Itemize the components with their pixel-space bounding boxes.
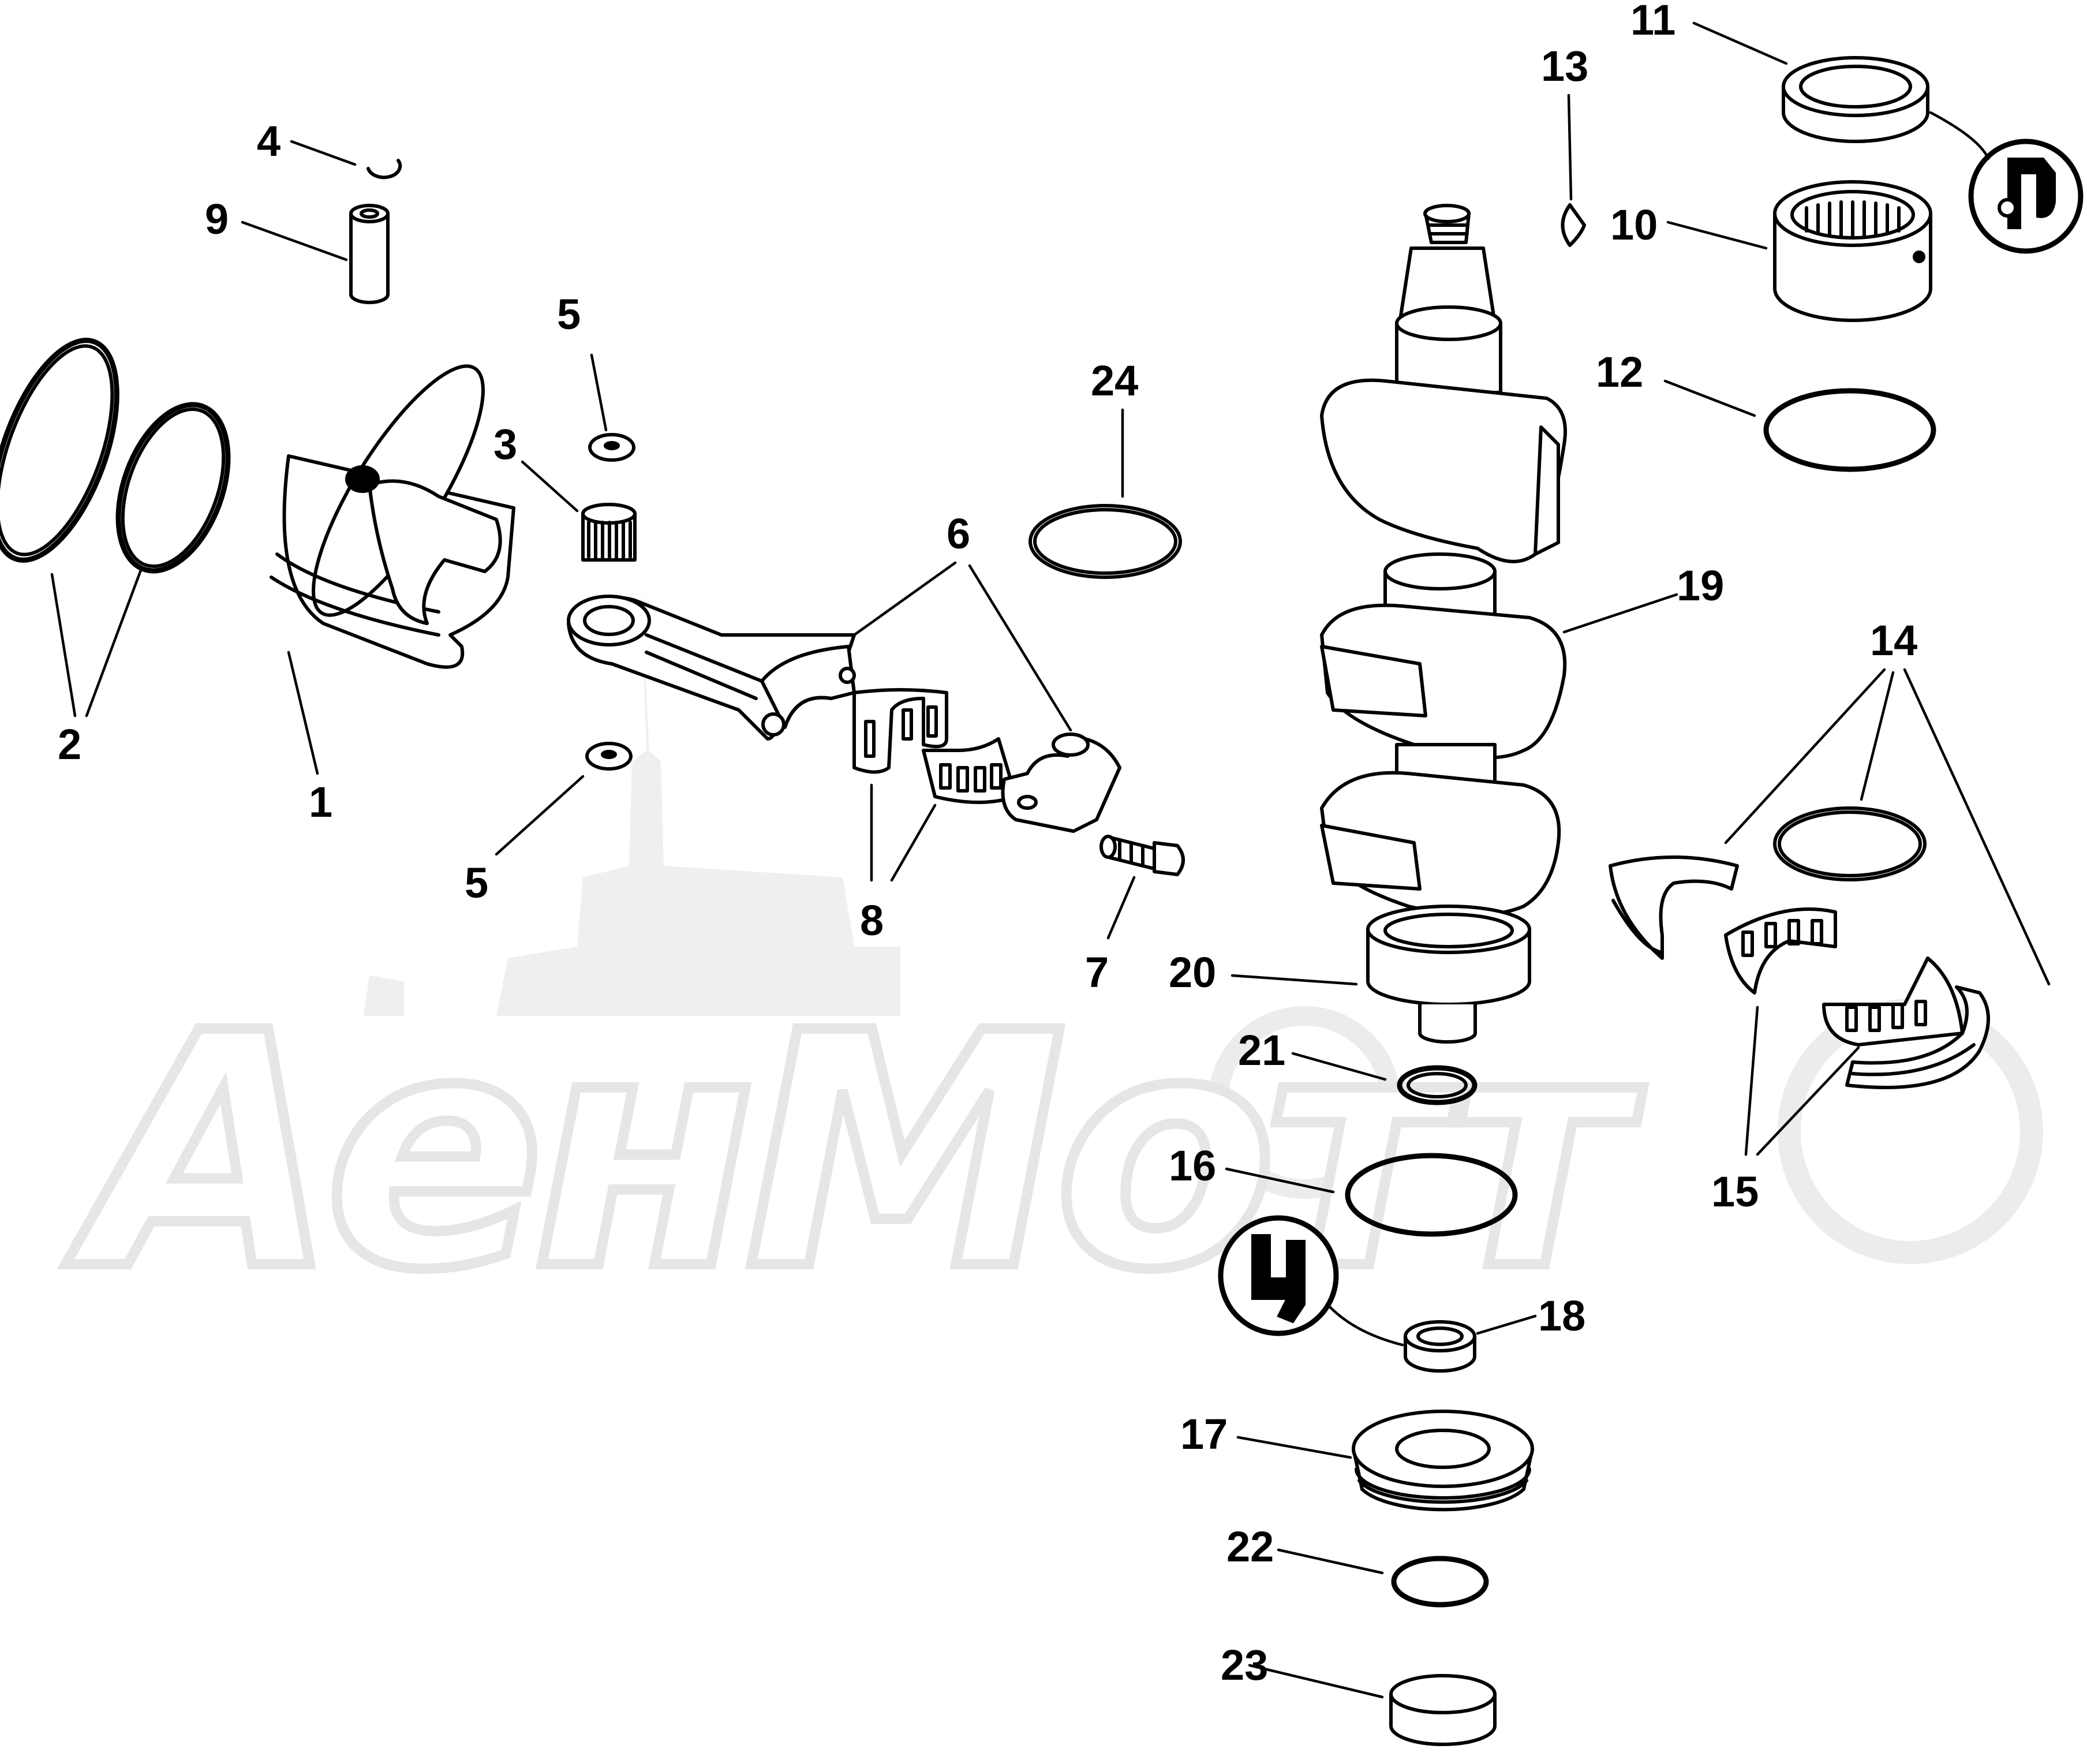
leader-17 [1236, 1436, 1352, 1459]
leader-8b [890, 803, 937, 882]
callout-13: 13 [1541, 42, 1588, 90]
callout-12: 12 [1596, 348, 1643, 396]
leader-5-bottom [495, 775, 585, 856]
sealant-icon-leader [1329, 1306, 1404, 1347]
callout-15: 15 [1711, 1168, 1759, 1216]
callout-23: 23 [1221, 1641, 1268, 1689]
callout-19: 19 [1677, 562, 1724, 610]
part-6-rod-cap [1001, 732, 1121, 833]
part-23-sleeve [1389, 1674, 1497, 1746]
leader-9 [241, 220, 348, 261]
part-15-main-bearing-cages [1724, 907, 1964, 1047]
callout-7: 7 [1085, 948, 1109, 996]
part-4-retaining-ring [366, 159, 402, 180]
callout-9: 9 [205, 195, 229, 243]
callout-1: 1 [309, 778, 332, 826]
leader-15a [1744, 1006, 1759, 1156]
leader-16 [1225, 1167, 1335, 1194]
leader-13 [1567, 94, 1573, 201]
part-14-main-bearing-parts [1609, 806, 1990, 1089]
lubricant-symbol-icon [1968, 139, 2084, 254]
callout-8: 8 [860, 896, 884, 944]
leader-3 [521, 460, 579, 513]
callout-6: 6 [947, 510, 970, 558]
part-24-o-ring [1028, 504, 1182, 579]
part-18-seal [1404, 1320, 1476, 1373]
callout-11: 11 [1630, 0, 1675, 44]
callout-10: 10 [1610, 201, 1658, 249]
part-9-piston-pin [349, 204, 390, 304]
leader-2b [85, 567, 143, 717]
callout-5-bottom: 5 [465, 859, 488, 907]
part-16-o-ring [1345, 1153, 1518, 1237]
leader-10 [1666, 220, 1768, 250]
callout-24: 24 [1091, 357, 1138, 405]
leader-22 [1277, 1548, 1384, 1575]
callout-22: 22 [1226, 1523, 1274, 1571]
sealant-symbol-icon [1218, 1215, 1339, 1336]
part-1-piston [270, 364, 515, 669]
callout-17: 17 [1180, 1410, 1228, 1458]
watermark: AeнMoтт [56, 577, 2043, 1346]
part-5-thrust-washer-top [588, 433, 635, 462]
callout-3: 3 [493, 420, 517, 468]
callout-14: 14 [1870, 616, 1917, 664]
leader-7 [1106, 876, 1136, 940]
leader-4 [290, 140, 357, 166]
part-21-retaining-ring [1397, 1065, 1478, 1105]
leader-11 [1692, 21, 1788, 65]
leader-1 [287, 651, 319, 775]
leader-12 [1663, 379, 1756, 417]
leader-lines [50, 21, 2051, 1699]
leader-19 [1562, 593, 1678, 634]
part-3-needle-bearing [581, 503, 637, 562]
part-5-thrust-washer-bottom [585, 742, 633, 771]
watermark-cathedral-shape [364, 577, 900, 1016]
part-8-rod-bearing-cages [852, 688, 1018, 804]
part-19-crankshaft [1320, 204, 1567, 1044]
leader-5-top [590, 353, 608, 432]
leader-20 [1230, 974, 1358, 986]
leader-2a [50, 573, 77, 717]
part-7-rod-bolt [1099, 835, 1185, 876]
callout-4: 4 [257, 117, 280, 165]
leader-14b [1860, 671, 1895, 801]
leader-6a [852, 561, 957, 637]
leader-15b [1756, 1046, 1860, 1156]
callout-16: 16 [1169, 1142, 1216, 1190]
leader-23 [1248, 1664, 1384, 1699]
leader-21 [1291, 1052, 1387, 1081]
watermark-front-wheel-shape [1208, 1006, 1401, 1199]
callout-labels: 1 2 3 4 5 5 6 7 8 9 10 11 12 13 14 15 16… [58, 0, 1917, 1689]
callout-20: 20 [1169, 948, 1216, 996]
leader-18 [1476, 1314, 1537, 1335]
part-11-oil-seal [1782, 56, 1929, 143]
part-10-upper-bearing [1773, 180, 1932, 322]
callout-18: 18 [1538, 1292, 1585, 1340]
callout-5-top: 5 [557, 290, 581, 338]
part-2-piston-rings [0, 338, 231, 574]
watermark-wheel-shape [1778, 999, 2043, 1264]
part-13-woodruff-key [1561, 203, 1586, 247]
connecting-rod [567, 595, 856, 741]
lubricant-icon-leader [1929, 111, 1990, 160]
leader-6b [968, 564, 1072, 732]
callout-21: 21 [1238, 1026, 1285, 1074]
part-12-o-ring [1763, 388, 1936, 472]
watermark-text: AeнMoтт [61, 965, 1648, 1341]
leader-14c [1903, 668, 2051, 986]
callout-2: 2 [58, 720, 81, 768]
leader-14a [1724, 668, 1886, 844]
part-22-seal-ring [1391, 1556, 1489, 1608]
part-17-bearing-housing [1352, 1410, 1534, 1512]
